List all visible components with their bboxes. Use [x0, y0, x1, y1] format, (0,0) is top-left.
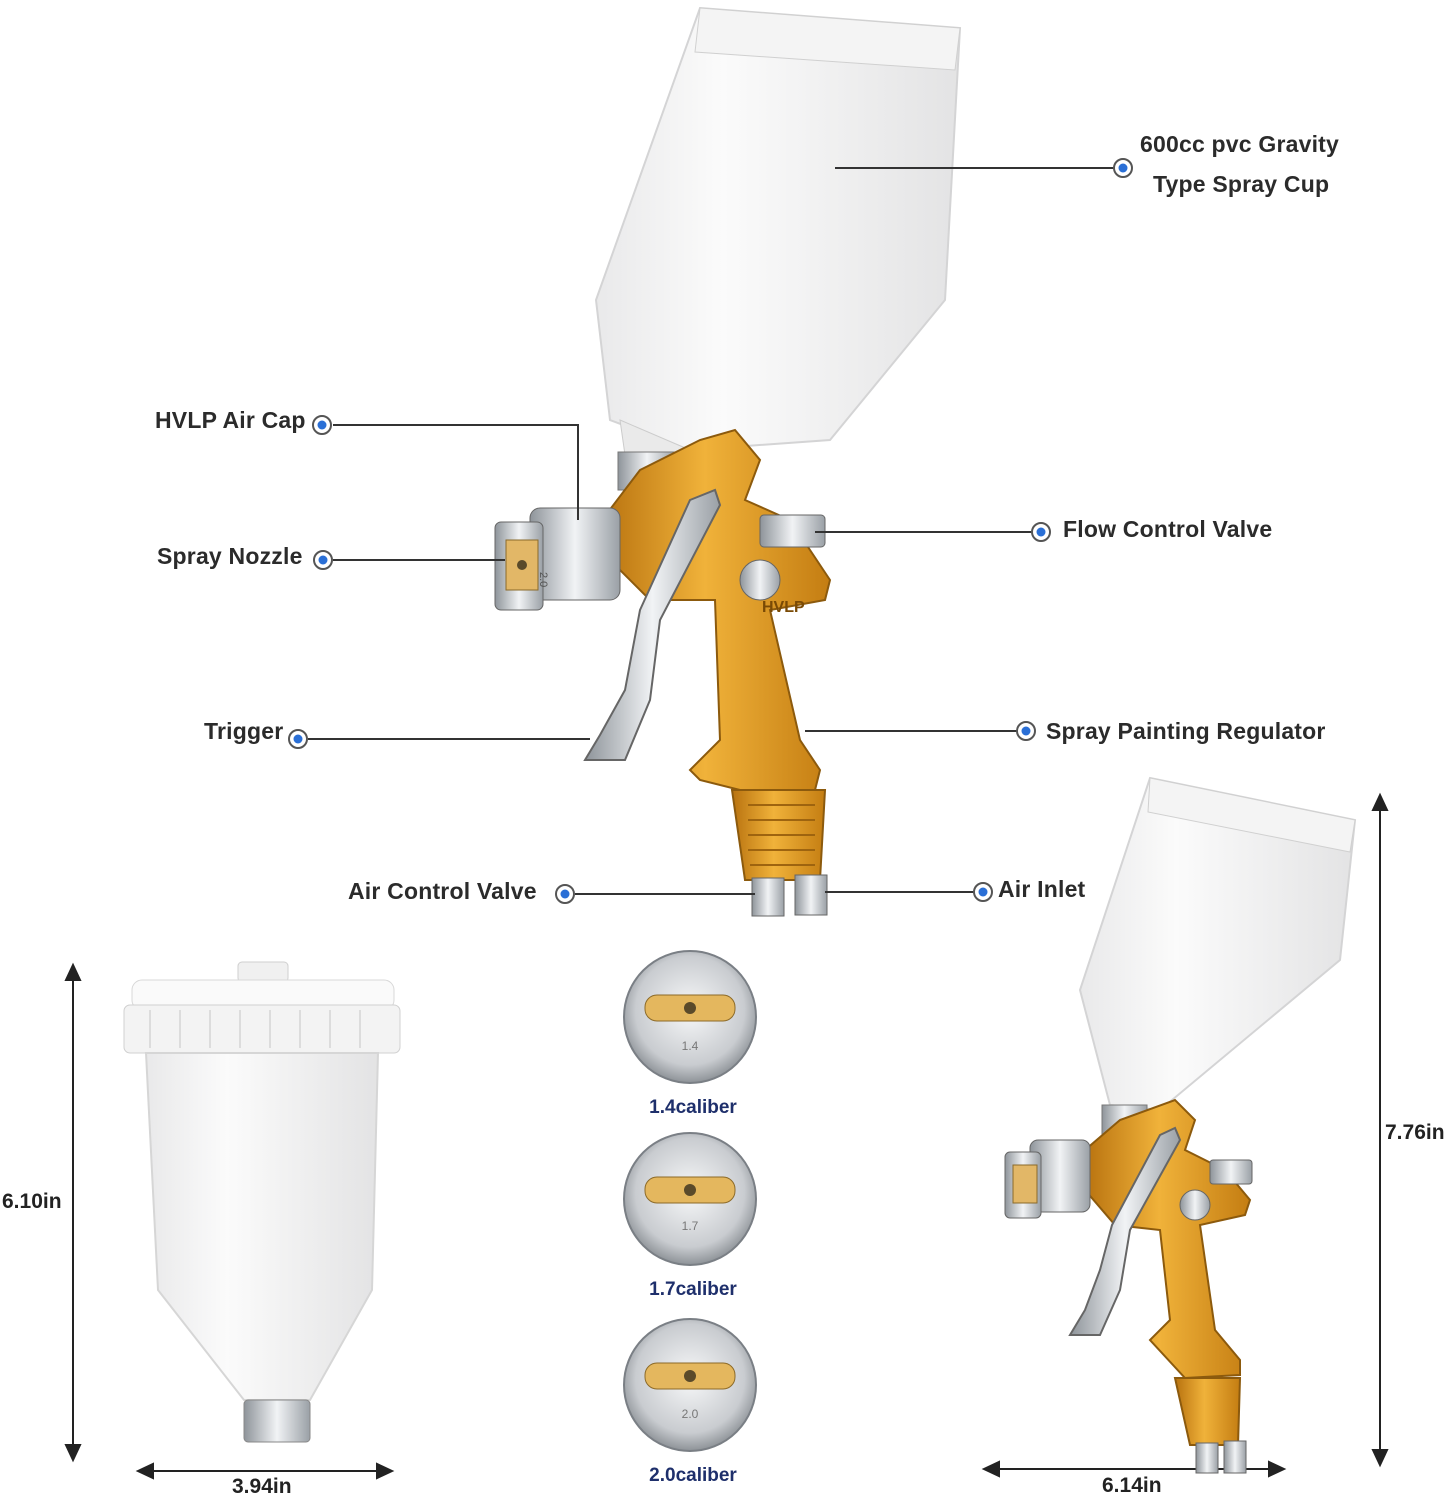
caliber-cap-1-4: 1.4	[623, 950, 757, 1084]
callout-dot	[1113, 158, 1133, 178]
callout-dots	[288, 158, 1133, 904]
callout-dot	[555, 884, 575, 904]
callout-air-control: Air Control Valve	[348, 878, 537, 904]
callout-trigger: Trigger	[204, 718, 284, 744]
dimension-gun-height: 7.76in	[1385, 1121, 1445, 1144]
callout-air-cap: HVLP Air Cap	[155, 407, 306, 433]
callout-spray-cup-line1: 600cc pvc Gravity	[1140, 131, 1340, 157]
caliber-label: 2.0caliber	[649, 1465, 737, 1486]
caliber-label: 1.7caliber	[649, 1279, 737, 1300]
dimension-cup-height: 6.10in	[2, 1190, 62, 1213]
caliber-cap-mark: 1.7	[682, 1219, 699, 1233]
main-trigger	[583, 488, 722, 761]
callout-spray-nozzle: Spray Nozzle	[157, 543, 303, 569]
dimension-cup-width: 3.94in	[232, 1475, 292, 1498]
caliber-cap-1-7: 1.7	[623, 1132, 757, 1266]
dimension-gun-width: 6.14in	[1102, 1474, 1162, 1497]
callout-dot	[1031, 522, 1051, 542]
caliber-cap-mark: 2.0	[682, 1407, 699, 1421]
callout-leaders	[308, 167, 1118, 895]
callout-spray-cup-line2: Type Spray Cup	[1153, 171, 1330, 197]
callout-regulator: Spray Painting Regulator	[1046, 718, 1326, 744]
main-nozzle-size-mark: 2.0	[537, 572, 549, 587]
callout-dot	[313, 550, 333, 570]
main-gun-brand-mark: HVLP	[762, 599, 805, 616]
callout-dot	[973, 882, 993, 902]
main-gravity-cup	[594, 6, 962, 471]
caliber-cap-2-0: 2.0	[623, 1318, 757, 1452]
callout-flow-control: Flow Control Valve	[1063, 516, 1273, 542]
callout-dot	[312, 415, 332, 435]
standalone-cup	[123, 961, 401, 1443]
callout-dot	[1016, 721, 1036, 741]
main-air-control-valve	[751, 877, 785, 917]
small-spray-gun	[1004, 776, 1357, 1474]
caliber-label: 1.4caliber	[649, 1097, 737, 1118]
main-spray-gun: 2.0 HVLP	[494, 6, 962, 917]
main-air-inlet	[794, 874, 828, 916]
callout-air-inlet: Air Inlet	[998, 876, 1086, 902]
callout-dot	[288, 729, 308, 749]
caliber-cap-mark: 1.4	[682, 1039, 699, 1053]
